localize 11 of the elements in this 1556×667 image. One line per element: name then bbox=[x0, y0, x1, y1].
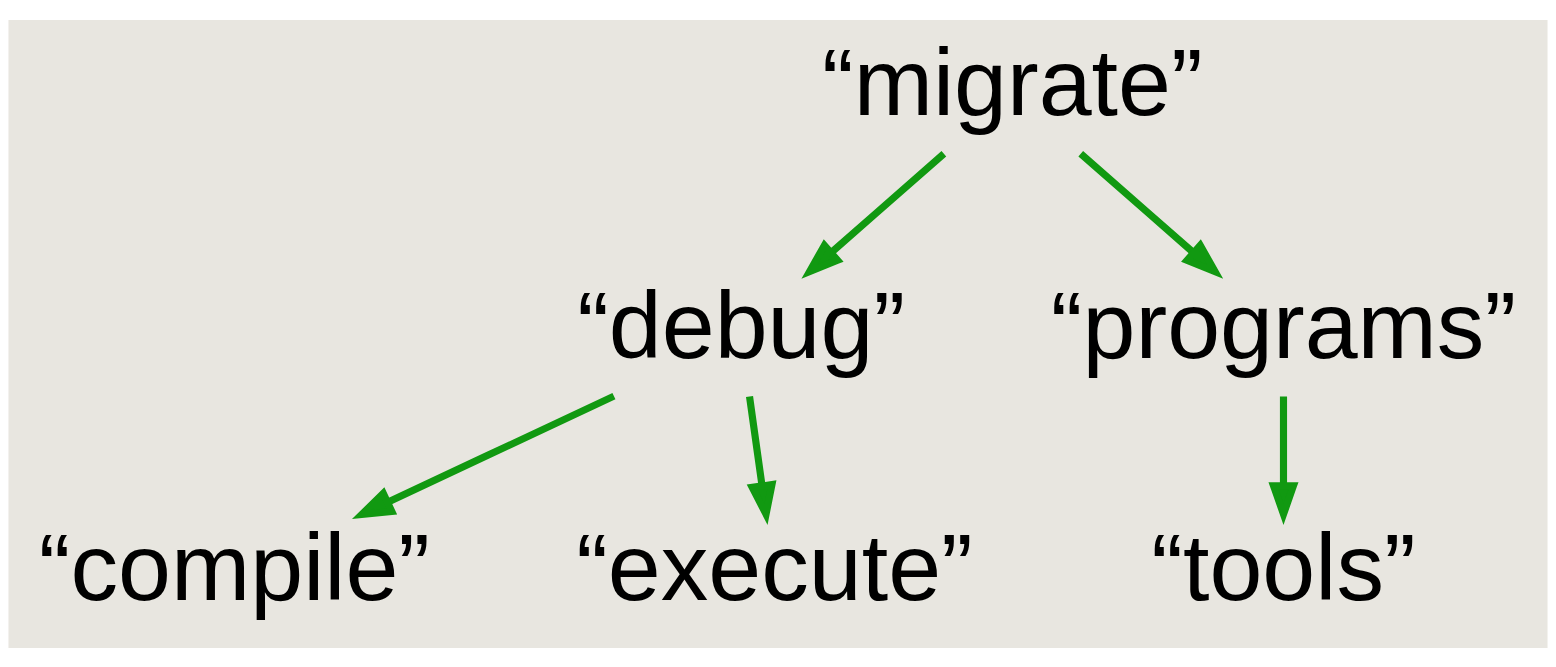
arrow bbox=[801, 150, 947, 279]
node-text: “debug” bbox=[577, 271, 906, 378]
arrow bbox=[1078, 150, 1224, 279]
node-text: “tools” bbox=[1151, 513, 1416, 620]
arrow bbox=[1268, 395, 1299, 525]
node-text: “programs” bbox=[1050, 271, 1517, 378]
node-text: “compile” bbox=[38, 513, 431, 620]
arrow bbox=[746, 395, 777, 525]
node-text: “execute” bbox=[576, 513, 973, 620]
arrow bbox=[351, 392, 616, 519]
node-text: “migrate” bbox=[822, 28, 1203, 135]
